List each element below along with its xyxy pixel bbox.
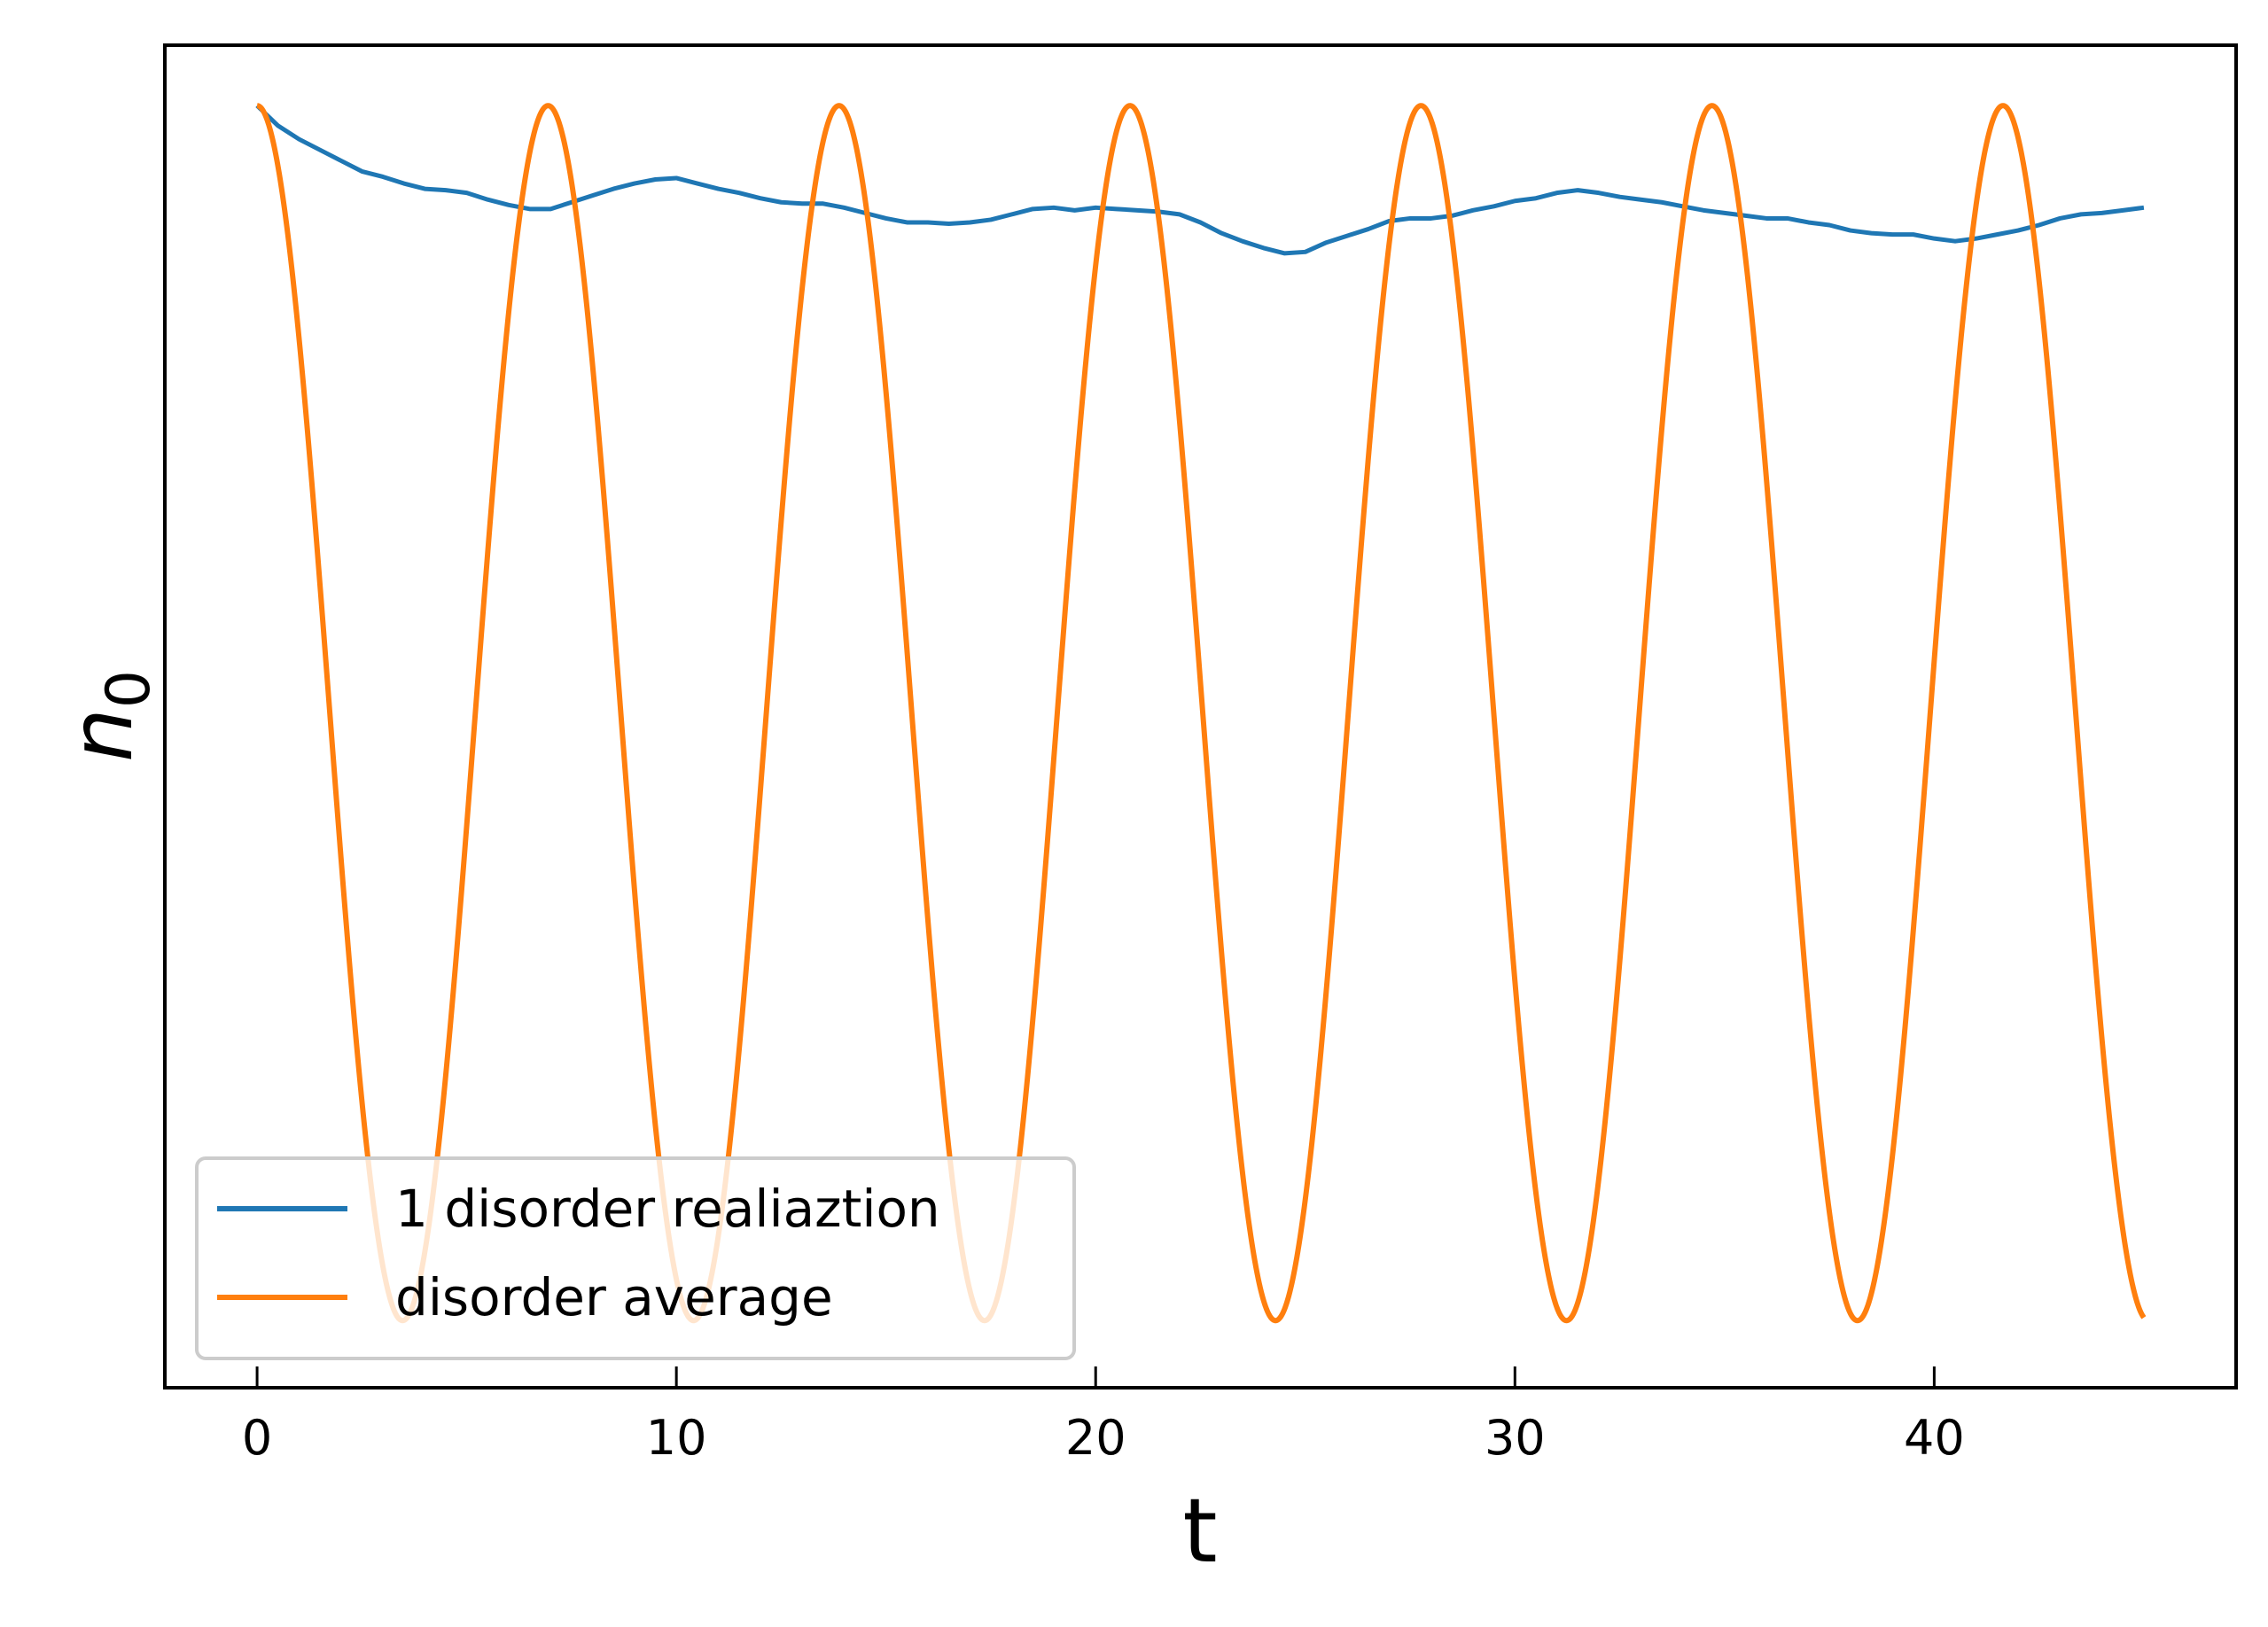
x-tick-label: 40 <box>1904 1410 1965 1466</box>
plot-area <box>255 103 2147 1324</box>
y-axis-label-subscript: 0 <box>94 670 164 708</box>
legend-box <box>195 1156 1076 1360</box>
series-1-disorder-realization-line <box>255 104 2145 256</box>
series-disorder-average-line <box>255 103 2147 1324</box>
legend-label-series1: 1 disorder realiaztion <box>395 1179 940 1239</box>
legend: 1 disorder realiaztion disorder average <box>195 1156 1076 1360</box>
plot-frame <box>163 43 2238 1390</box>
x-axis-label: t <box>1182 1479 1217 1583</box>
x-tick-label: 30 <box>1485 1410 1546 1466</box>
svg-text:n0: n0 <box>52 670 164 762</box>
legend-label-series2: disorder average <box>395 1267 833 1327</box>
x-ticks: 0 10 20 30 40 <box>242 1366 1965 1466</box>
y-axis-label: n0 <box>52 670 164 762</box>
series-layer <box>255 103 2147 1324</box>
y-axis-label-base: n <box>52 708 152 762</box>
x-tick-label: 20 <box>1065 1410 1126 1466</box>
x-tick-label: 10 <box>646 1410 707 1466</box>
x-tick-label: 0 <box>242 1410 272 1466</box>
